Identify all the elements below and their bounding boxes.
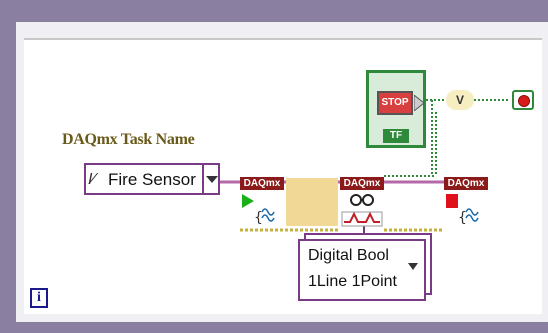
- stop-button[interactable]: STOP: [377, 91, 413, 115]
- task-name-value: Fire Sensor: [108, 170, 196, 189]
- glasses-icon: [350, 194, 374, 206]
- clear-body: {: [446, 194, 479, 226]
- stop-button-terminal[interactable]: STOP TF: [366, 70, 426, 148]
- red-square-icon: [446, 194, 458, 208]
- daqmx-header: DAQmx: [240, 177, 284, 190]
- sample-mode-ring[interactable]: Digital Bool 1Line 1Point: [298, 239, 426, 301]
- daqmx-header: DAQmx: [444, 177, 488, 190]
- daqmx-start-node[interactable]: DAQmx {: [240, 177, 284, 239]
- waveform-icon: {: [458, 210, 467, 226]
- output-arrow-icon: [414, 95, 424, 111]
- loop-condition-terminal[interactable]: [512, 90, 534, 110]
- info-icon[interactable]: i: [30, 288, 48, 308]
- ring-line-2: 1Line 1Point: [308, 273, 397, 290]
- digital-waveform-icon: [341, 211, 383, 227]
- start-body: {: [242, 194, 275, 226]
- dropdown-arrow-icon[interactable]: [408, 263, 418, 270]
- task-name-label: DAQmx Task Name: [62, 131, 195, 148]
- control-divider: [202, 165, 204, 193]
- waveform-icon: {: [254, 210, 263, 226]
- dropdown-arrow-icon[interactable]: [206, 176, 218, 183]
- or-function[interactable]: V: [446, 90, 474, 110]
- loop-body-region: [286, 178, 338, 226]
- task-name-control[interactable]: I⁄ Fire Sensor: [84, 163, 220, 195]
- daqmx-read-node[interactable]: DAQmx: [340, 177, 384, 235]
- play-triangle-icon: [242, 194, 254, 208]
- read-body: [341, 194, 383, 227]
- stop-sign-icon: [518, 95, 530, 107]
- daqmx-clear-node[interactable]: DAQmx {: [444, 177, 488, 239]
- io-icon: I⁄: [88, 171, 96, 188]
- boolean-type-badge: TF: [383, 129, 409, 143]
- daqmx-header: DAQmx: [340, 177, 384, 190]
- ring-line-1: Digital Bool: [308, 247, 389, 264]
